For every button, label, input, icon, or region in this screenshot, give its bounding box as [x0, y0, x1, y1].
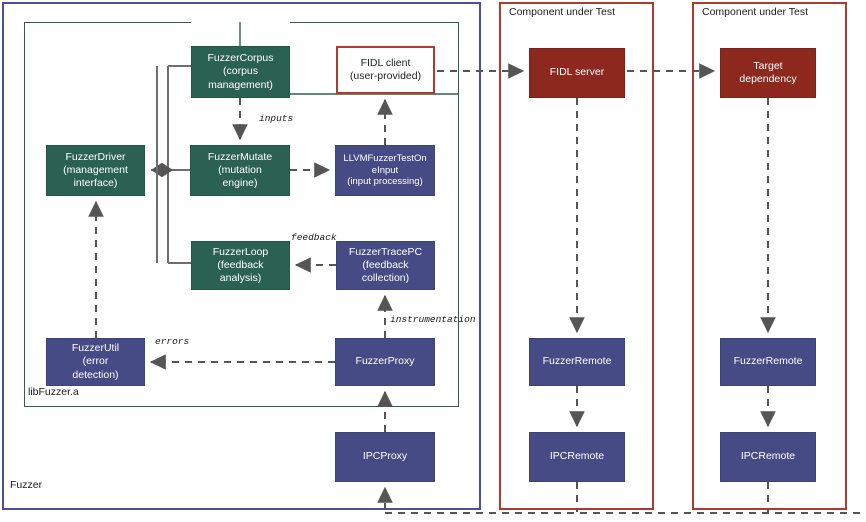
edge-label-errors: errors [155, 336, 190, 347]
node-fidl-server[interactable]: FIDL server [529, 48, 625, 98]
node-fuzzer-remote-1[interactable]: FuzzerRemote [529, 338, 625, 386]
component-under-test-2-label: Component under Test [702, 6, 809, 18]
edge-label-inputs: inputs [259, 113, 294, 124]
node-fuzzer-proxy[interactable]: FuzzerProxy [335, 338, 435, 386]
edge-label-instrumentation: instrumentation [390, 314, 476, 325]
node-ipc-proxy[interactable]: IPCProxy [335, 432, 435, 482]
libfuzzer-container-label: libFuzzer.a [28, 386, 79, 398]
node-ipc-remote-2[interactable]: IPCRemote [720, 432, 816, 482]
component-under-test-2-container [692, 2, 847, 510]
edge-driver-aggregation-tree [151, 65, 191, 264]
fuzzer-container [2, 2, 481, 510]
node-fidl-client[interactable]: FIDL client(user-provided) [336, 46, 435, 94]
node-fuzzer-remote-2[interactable]: FuzzerRemote [720, 338, 816, 386]
node-ipc-remote-1[interactable]: IPCRemote [529, 432, 625, 482]
edge-corpus-wrap [239, 22, 459, 95]
edge-label-feedback: feedback [291, 232, 337, 243]
fuzzer-container-label: Fuzzer [10, 479, 43, 491]
component-under-test-1-label: Component under Test [509, 6, 616, 18]
